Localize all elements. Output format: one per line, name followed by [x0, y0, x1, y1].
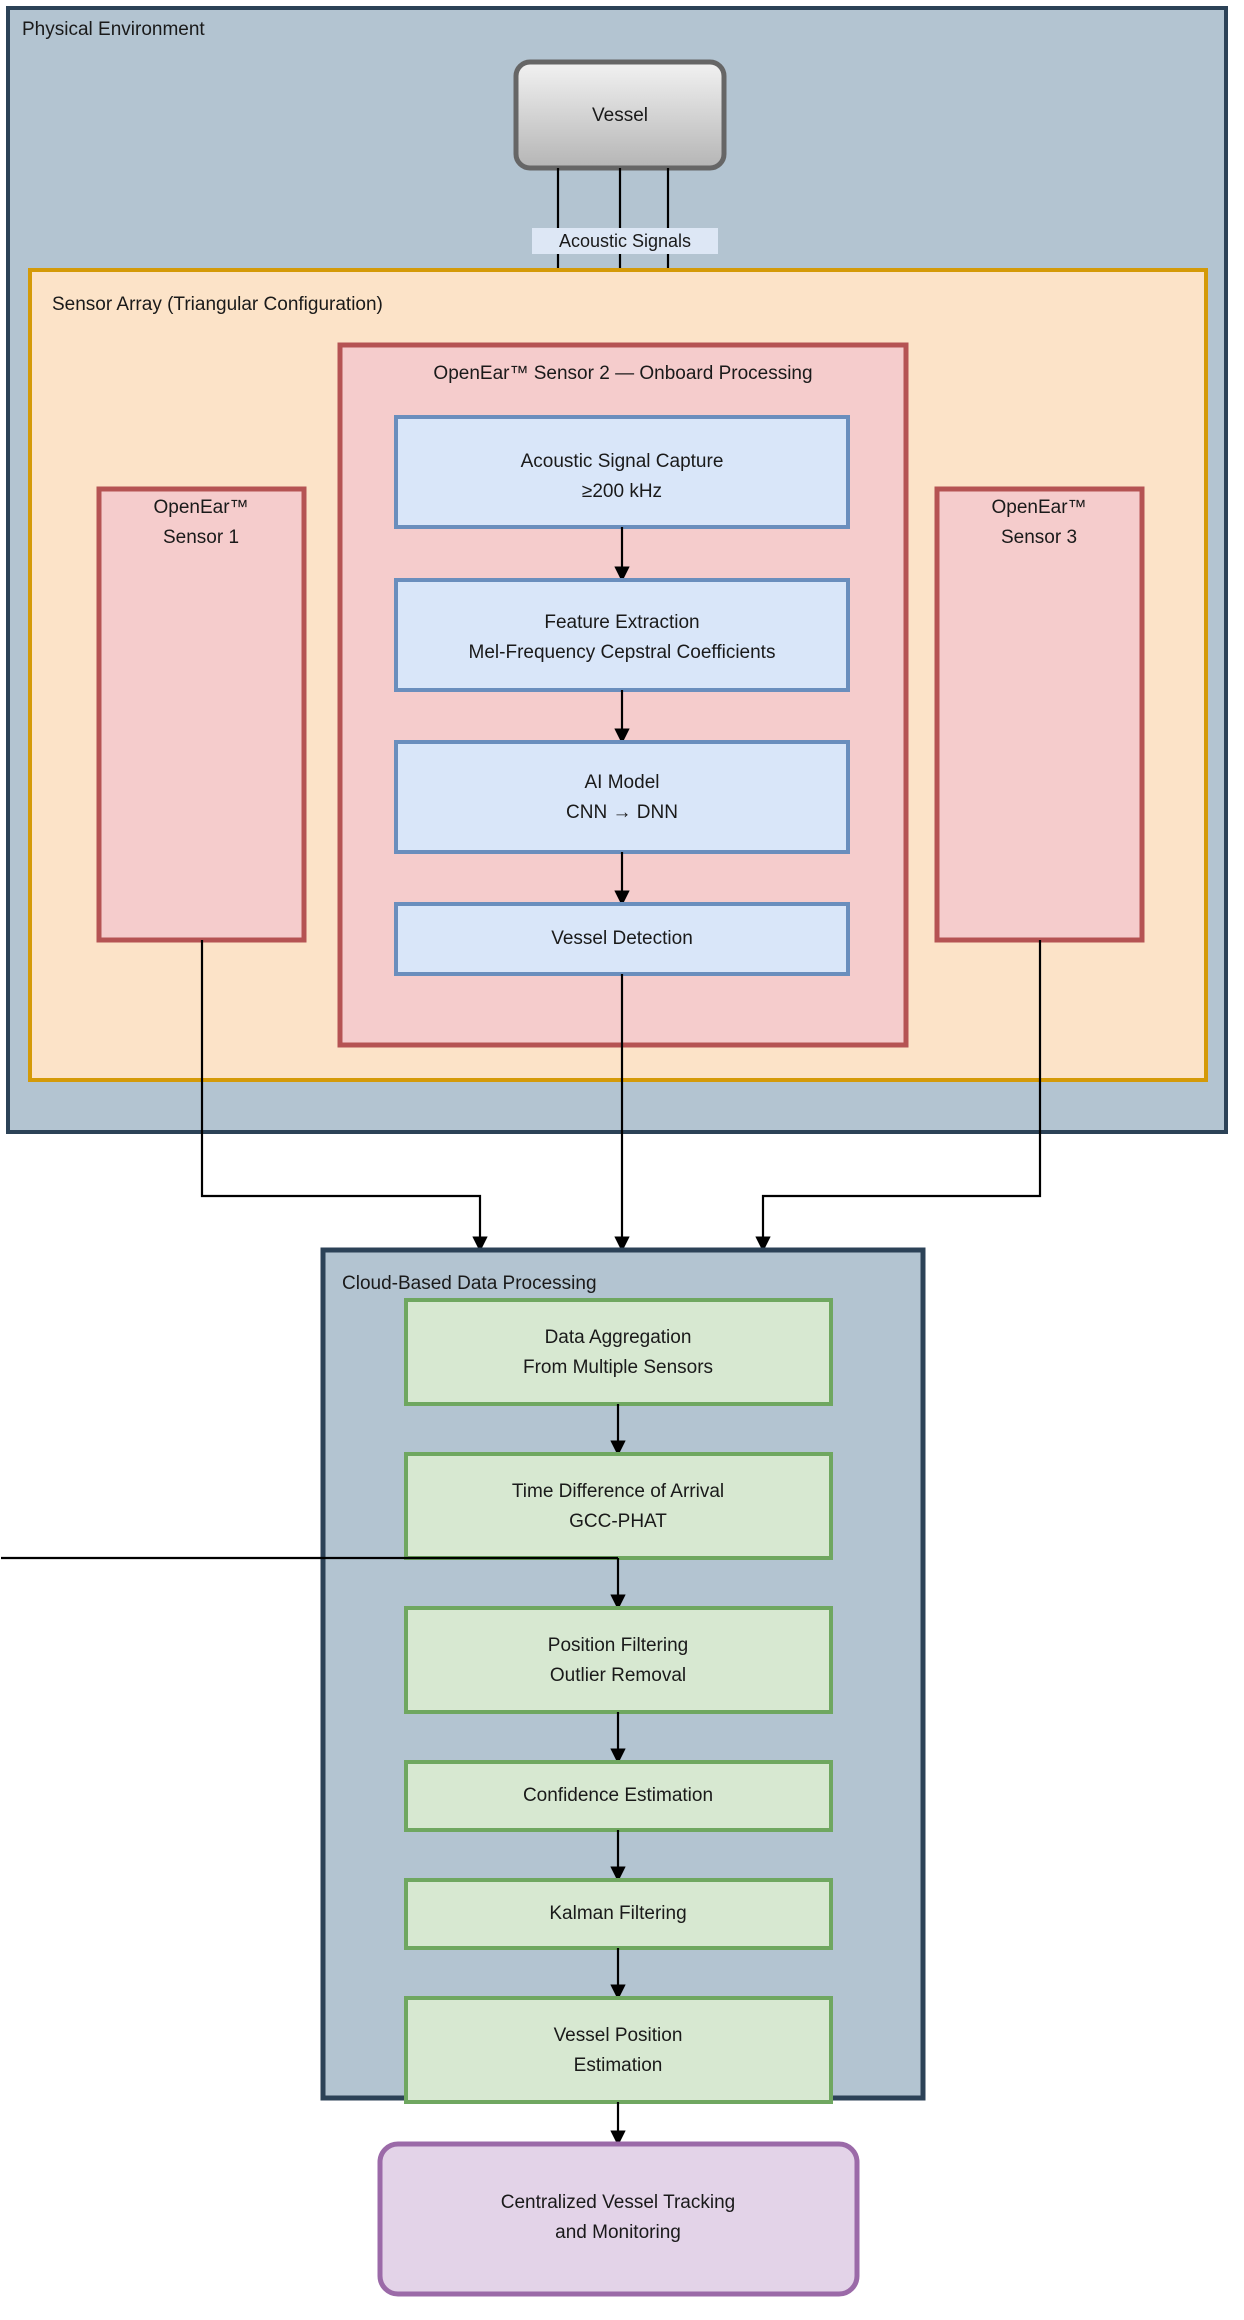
vessel-detection-box	[394, 902, 850, 976]
position-filtering-line1: Position Filtering	[548, 1635, 688, 1656]
tdoa-box	[404, 1452, 833, 1560]
sensor1-label-line1: OpenEar™	[153, 497, 248, 518]
sensor2-label: OpenEar™ Sensor 2 — Onboard Processing	[433, 363, 812, 384]
centralized-tracking-line1: Centralized Vessel Tracking	[501, 2192, 735, 2213]
cloud-processing-label: Cloud-Based Data Processing	[342, 1273, 597, 1294]
sensor3-label-line1: OpenEar™	[991, 497, 1086, 518]
vessel-position-estimation-box	[404, 1996, 833, 2104]
position-filtering-box	[404, 1606, 833, 1714]
node-data-aggregation[interactable]: Data Aggregation From Multiple Sensors	[404, 1298, 833, 1406]
vessel-detection-label: Vessel Detection	[551, 928, 693, 949]
feature-extraction-box	[394, 578, 850, 692]
position-filtering-line2: Outlier Removal	[550, 1665, 686, 1686]
node-confidence-estimation[interactable]: Confidence Estimation	[404, 1760, 833, 1832]
node-feature-extraction[interactable]: Feature Extraction Mel-Frequency Cepstra…	[394, 578, 850, 692]
data-aggregation-line1: Data Aggregation	[545, 1327, 692, 1348]
edge-label-acoustic-signals: Acoustic Signals	[532, 228, 718, 254]
tdoa-line1: Time Difference of Arrival	[512, 1481, 724, 1502]
sensor3-box	[934, 486, 1145, 943]
sensor1-label-line2: Sensor 1	[163, 527, 239, 548]
centralized-tracking-line2: and Monitoring	[555, 2222, 681, 2243]
acoustic-signals-label-background	[532, 228, 718, 254]
feature-extraction-line1: Feature Extraction	[544, 612, 699, 633]
edge-sensor1-to-cloud	[200, 940, 488, 1252]
node-sensor1[interactable]: OpenEar™ Sensor 1	[96, 486, 307, 943]
node-vessel[interactable]: Vessel	[513, 59, 727, 171]
acoustic-signals-label: Acoustic Signals	[559, 231, 691, 251]
node-kalman-filtering[interactable]: Kalman Filtering	[404, 1878, 833, 1950]
vessel-label: Vessel	[592, 105, 648, 126]
node-ai-model[interactable]: AI Model CNN → DNN	[394, 740, 850, 854]
centralized-tracking-box	[377, 2141, 860, 2297]
acoustic-signal-capture-box	[394, 415, 850, 529]
node-acoustic-signal-capture[interactable]: Acoustic Signal Capture ≥200 kHz	[394, 415, 850, 529]
confidence-estimation-box	[404, 1760, 833, 1832]
acoustic-signal-capture-line2: ≥200 kHz	[582, 481, 662, 502]
tdoa-line2: GCC-PHAT	[569, 1511, 667, 1532]
sensor3-label-line2: Sensor 3	[1001, 527, 1077, 548]
edge-tdoa-to-filtering	[1, 1556, 626, 1610]
edge-sensor3-to-cloud	[755, 940, 1042, 1252]
physical-environment-label: Physical Environment	[22, 19, 205, 40]
vessel-position-estimation-line1: Vessel Position	[554, 2025, 683, 2046]
ai-model-line2: CNN → DNN	[566, 802, 678, 823]
node-tdoa[interactable]: Time Difference of Arrival GCC-PHAT	[404, 1452, 833, 1560]
node-position-filtering[interactable]: Position Filtering Outlier Removal	[404, 1606, 833, 1714]
sensor-array-label: Sensor Array (Triangular Configuration)	[52, 294, 383, 315]
confidence-estimation-label: Confidence Estimation	[523, 1785, 713, 1806]
ai-model-line1: AI Model	[585, 772, 660, 793]
node-sensor3[interactable]: OpenEar™ Sensor 3	[934, 486, 1145, 943]
ai-model-box	[394, 740, 850, 854]
feature-extraction-line2: Mel-Frequency Cepstral Coefficients	[469, 642, 776, 663]
node-vessel-position-estimation[interactable]: Vessel Position Estimation	[404, 1996, 833, 2104]
node-centralized-tracking[interactable]: Centralized Vessel Tracking and Monitori…	[377, 2141, 860, 2297]
kalman-filtering-label: Kalman Filtering	[549, 1903, 686, 1924]
data-aggregation-line2: From Multiple Sensors	[523, 1357, 713, 1378]
kalman-filtering-box	[404, 1878, 833, 1950]
acoustic-signal-capture-line1: Acoustic Signal Capture	[521, 451, 724, 472]
data-aggregation-box	[404, 1298, 833, 1406]
vessel-position-estimation-line2: Estimation	[574, 2055, 663, 2076]
sensor1-box	[96, 486, 307, 943]
node-vessel-detection[interactable]: Vessel Detection	[394, 902, 850, 976]
